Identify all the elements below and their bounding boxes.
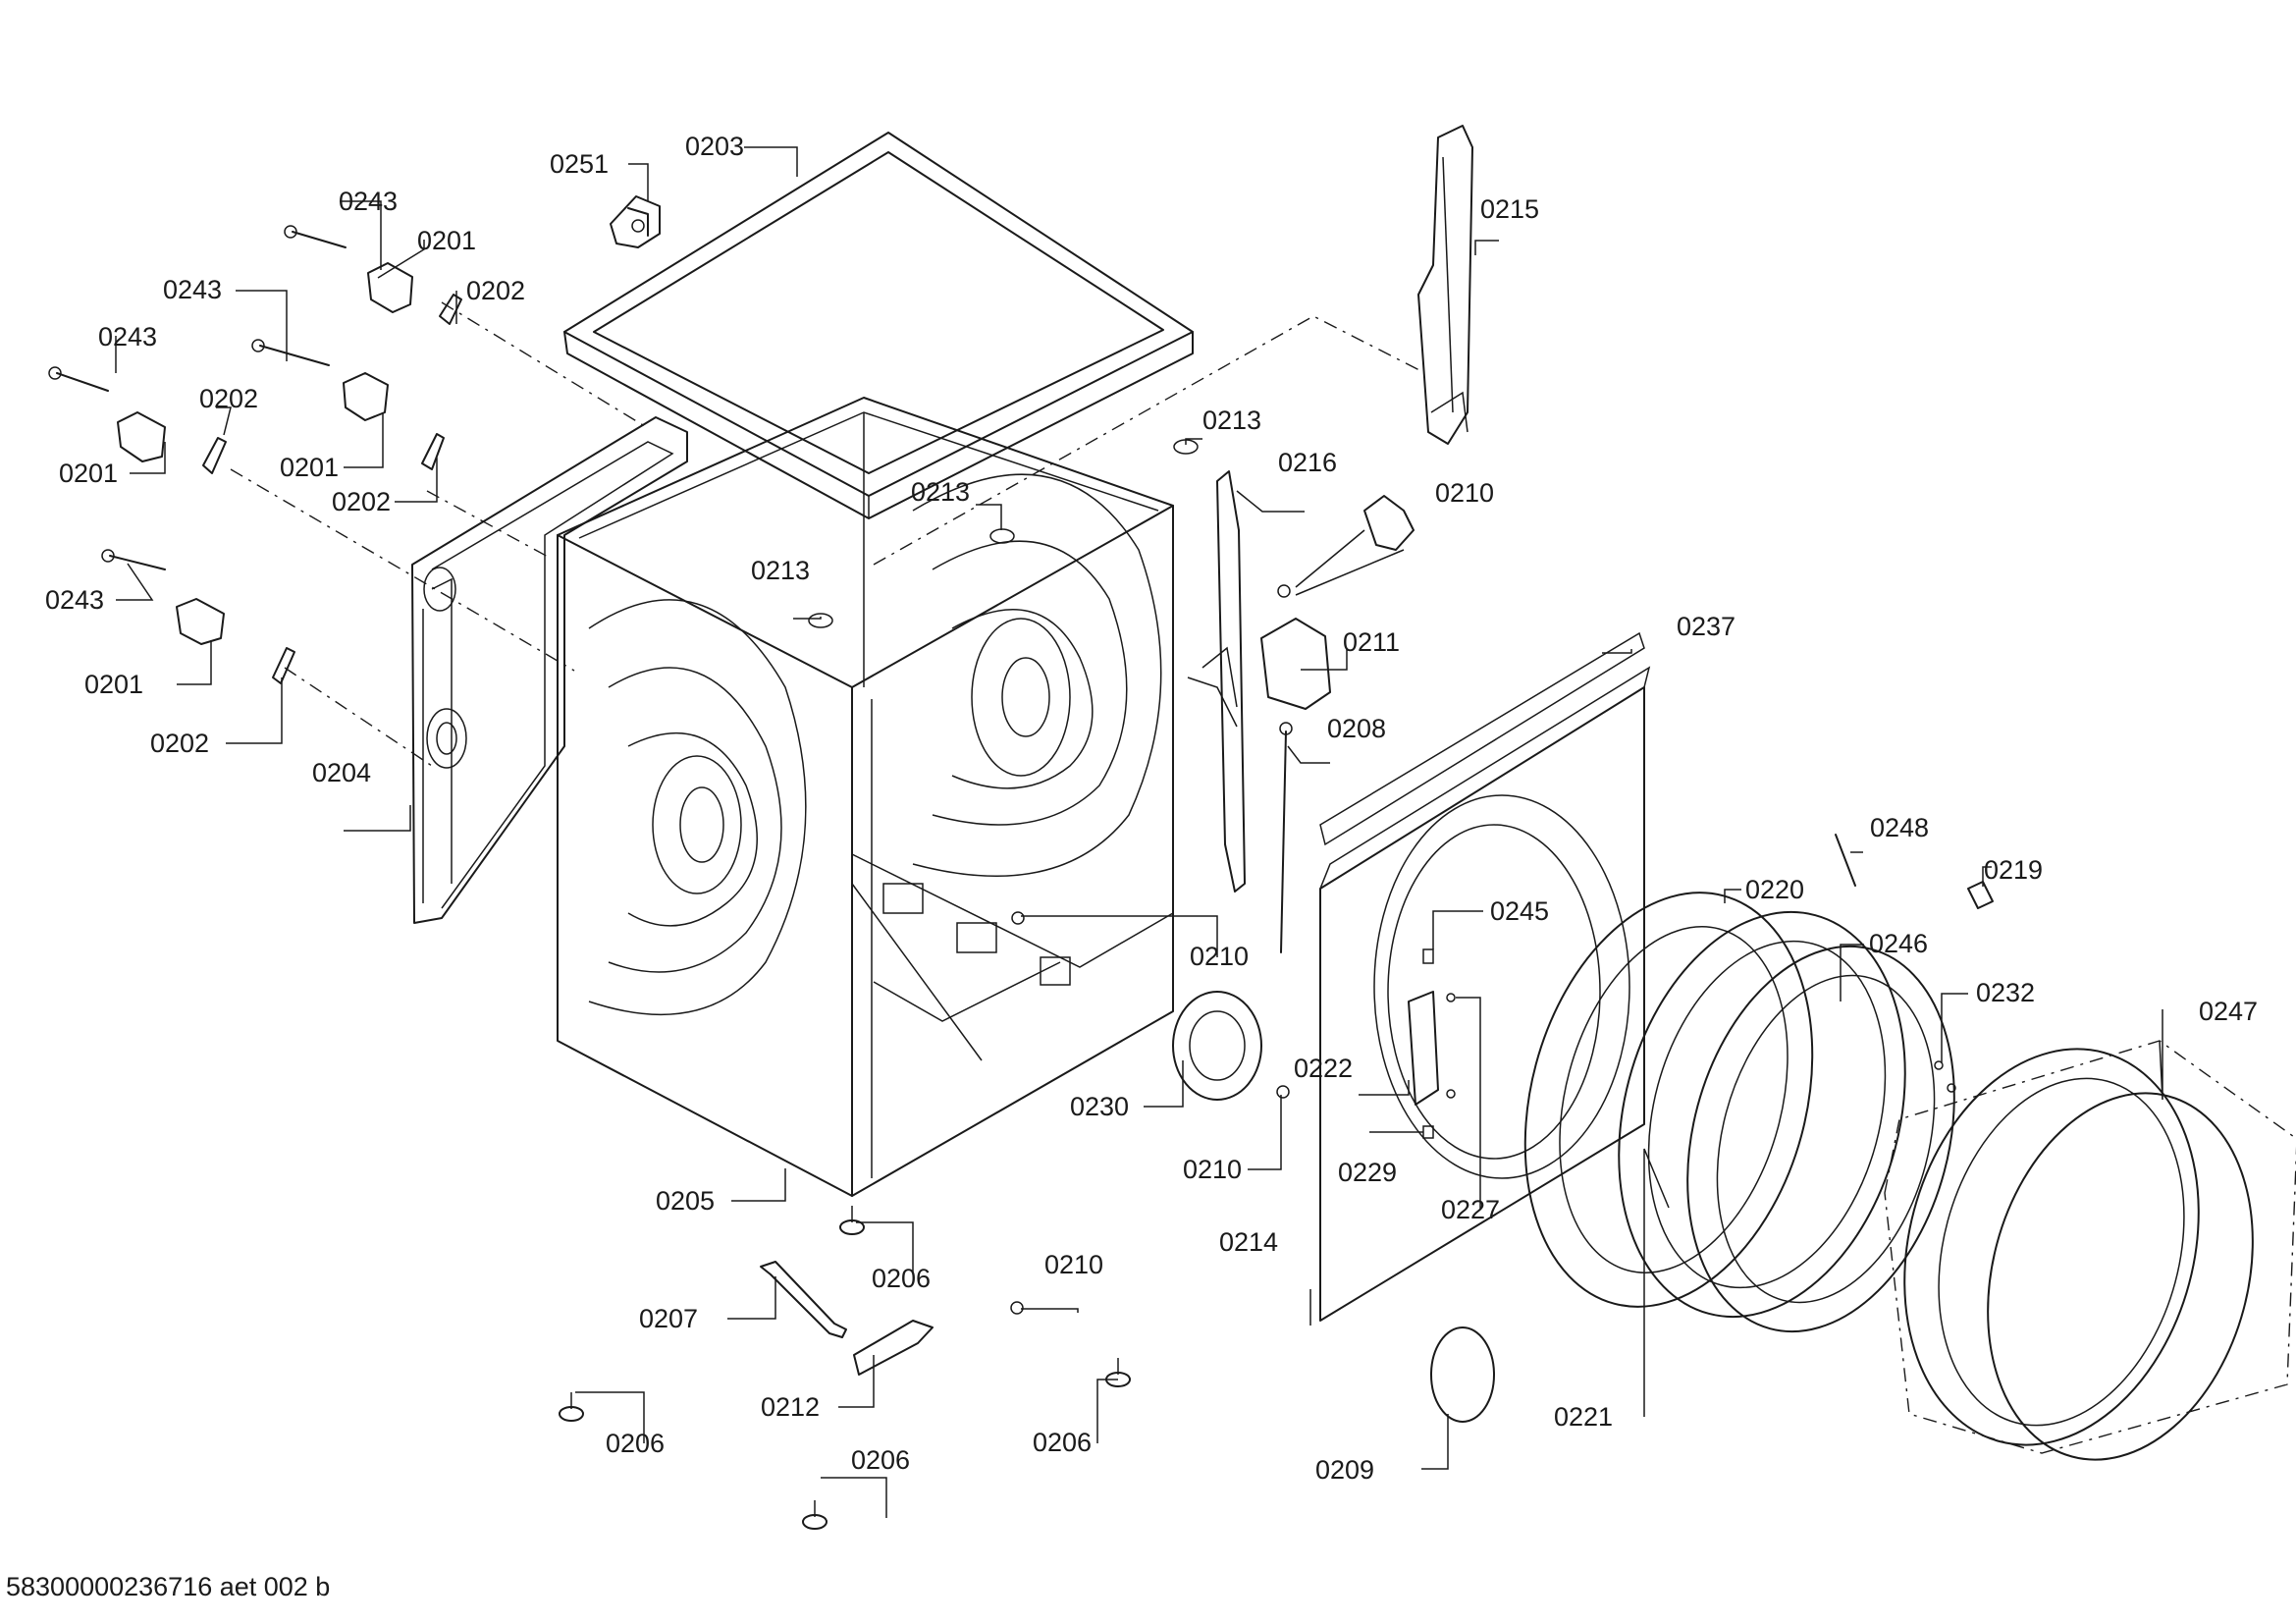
label-0210: 0210 [1183,1155,1242,1184]
label-0243: 0243 [98,322,157,352]
door-lock-parts [1408,948,1456,1139]
upper-rail-bracket [1417,125,1473,445]
label-0214: 0214 [1219,1227,1278,1257]
part-labels: 0203 0251 0243 0201 0202 0243 0243 0202 … [45,132,2258,1485]
side-panel-rings [588,599,807,1016]
label-0201: 0201 [280,453,339,482]
label-0248: 0248 [1870,813,1929,842]
door-assembly [1523,892,2296,1461]
label-0209: 0209 [1315,1455,1374,1485]
label-0222: 0222 [1294,1054,1353,1083]
label-0206: 0206 [851,1445,910,1475]
label-0227: 0227 [1441,1195,1500,1224]
label-0232: 0232 [1976,978,2035,1007]
label-0206: 0206 [872,1264,931,1293]
front-panel-top-rail [1319,631,1645,846]
label-0202: 0202 [150,729,209,758]
label-0210: 0210 [1044,1250,1103,1279]
leader-lines [115,146,2163,1518]
label-0202: 0202 [199,384,258,413]
front-panel [1319,631,1651,1322]
label-0245: 0245 [1490,896,1549,926]
top-cover [563,132,1194,519]
label-0220: 0220 [1745,875,1804,904]
vertical-rail [1187,470,1246,893]
label-0230: 0230 [1070,1092,1129,1121]
label-0207: 0207 [639,1304,698,1333]
label-0202: 0202 [466,276,525,305]
label-0246: 0246 [1869,929,1928,958]
label-0219: 0219 [1984,855,2043,885]
rear-panel-rings [912,473,1162,878]
label-0208: 0208 [1327,714,1386,743]
label-0215: 0215 [1480,194,1539,224]
small-parts [559,439,1994,1530]
label-0201: 0201 [417,226,476,255]
label-0243: 0243 [45,585,104,615]
label-0229: 0229 [1338,1158,1397,1187]
label-0210: 0210 [1435,478,1494,508]
label-0205: 0205 [656,1186,715,1216]
side-panel [411,416,688,924]
top-hinge-part [610,195,661,248]
label-0203: 0203 [685,132,744,161]
label-0211: 0211 [1343,627,1400,657]
label-0243: 0243 [163,275,222,304]
cabinet-housing [557,397,1174,1197]
label-0213: 0213 [1202,406,1261,435]
label-0243: 0243 [339,187,398,216]
assembly-guide-lines [230,301,1422,767]
label-0204: 0204 [312,758,371,787]
label-0202: 0202 [332,487,391,516]
document-id: 58300000236716 aet 002 b [6,1572,330,1601]
label-0210: 0210 [1190,942,1249,971]
transport-bolts [48,225,462,684]
label-0206: 0206 [606,1429,665,1458]
label-0212: 0212 [761,1392,820,1422]
label-0206: 0206 [1033,1428,1092,1457]
label-0237: 0237 [1677,612,1735,641]
label-0251: 0251 [550,149,609,179]
label-0247: 0247 [2199,997,2258,1026]
label-0216: 0216 [1278,448,1337,477]
label-0213: 0213 [751,556,810,585]
label-0221: 0221 [1554,1402,1613,1432]
label-0213: 0213 [911,477,970,507]
label-0201: 0201 [84,670,143,699]
label-0201: 0201 [59,459,118,488]
